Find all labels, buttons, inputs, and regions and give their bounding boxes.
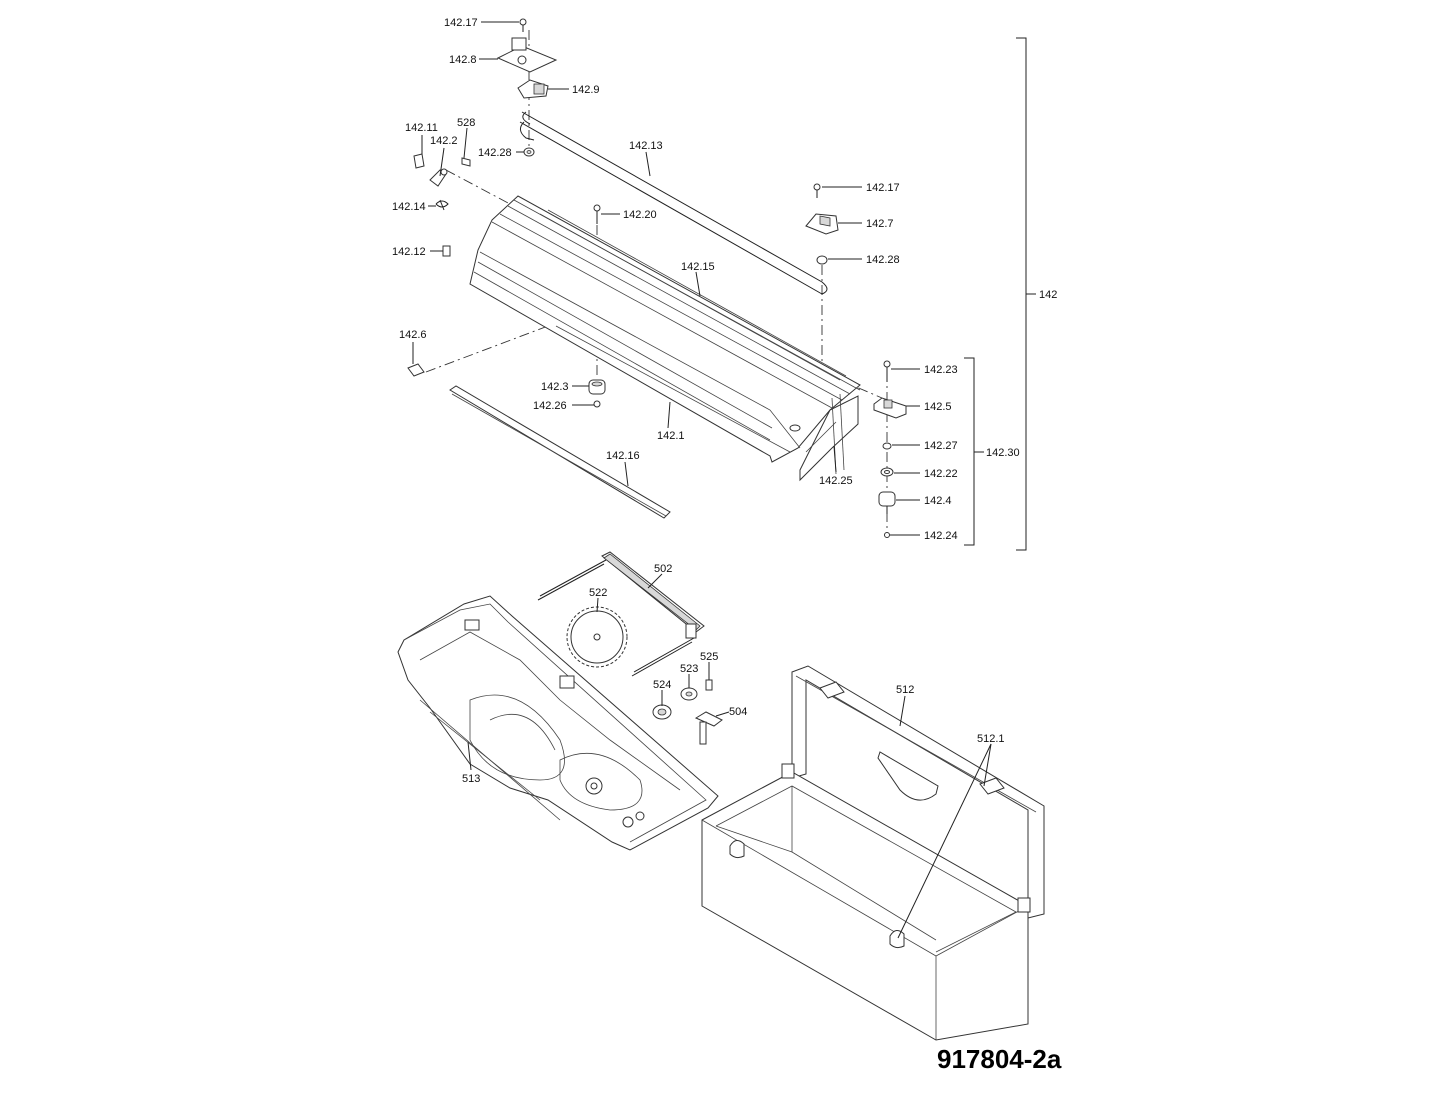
label-528: 528: [457, 117, 475, 129]
label-142-14: 142.14: [392, 201, 426, 213]
label-142-30: 142.30: [986, 447, 1020, 459]
label-142-26: 142.26: [533, 400, 567, 412]
label-142-5: 142.5: [924, 401, 952, 413]
label-513: 513: [462, 773, 480, 785]
label-142-6: 142.6: [399, 329, 427, 341]
label-142-4: 142.4: [924, 495, 952, 507]
label-512-1: 512.1: [977, 733, 1005, 745]
label-142-17b: 142.17: [866, 182, 900, 194]
label-142-22: 142.22: [924, 468, 958, 480]
label-523: 523: [680, 663, 698, 675]
label-142-28a: 142.28: [478, 147, 512, 159]
label-522: 522: [589, 587, 607, 599]
leader-lines-lower: [467, 573, 992, 939]
label-142-13: 142.13: [629, 140, 663, 152]
label-142-16: 142.16: [606, 450, 640, 462]
label-142-17a: 142.17: [444, 17, 478, 29]
label-142-25: 142.25: [819, 475, 853, 487]
label-142: 142: [1039, 289, 1057, 301]
label-142-1: 142.1: [657, 430, 685, 442]
label-142-3: 142.3: [541, 381, 569, 393]
label-142-9: 142.9: [572, 84, 600, 96]
label-525: 525: [700, 651, 718, 663]
case-and-accessories: [397, 551, 1045, 1041]
part-labels: 142.17 142.8 142.9 142.11 528 142.2 142.…: [392, 17, 1057, 785]
label-142-28b: 142.28: [866, 254, 900, 266]
label-502: 502: [654, 563, 672, 575]
label-142-7: 142.7: [866, 218, 894, 230]
label-142-24: 142.24: [924, 530, 958, 542]
label-142-12: 142.12: [392, 246, 426, 258]
leader-lines-upper: [412, 21, 1036, 551]
label-524: 524: [653, 679, 671, 691]
label-512: 512: [896, 684, 914, 696]
drawing-number: 917804-2a: [937, 1044, 1062, 1074]
guide-rail-assembly: [407, 18, 907, 538]
label-142-11: 142.11: [405, 122, 438, 134]
label-142-20: 142.20: [623, 209, 657, 221]
label-142-8: 142.8: [449, 54, 477, 66]
label-142-23: 142.23: [924, 364, 958, 376]
label-504: 504: [729, 706, 747, 718]
label-142-2: 142.2: [430, 135, 458, 147]
label-142-27: 142.27: [924, 440, 958, 452]
label-142-15: 142.15: [681, 261, 715, 273]
